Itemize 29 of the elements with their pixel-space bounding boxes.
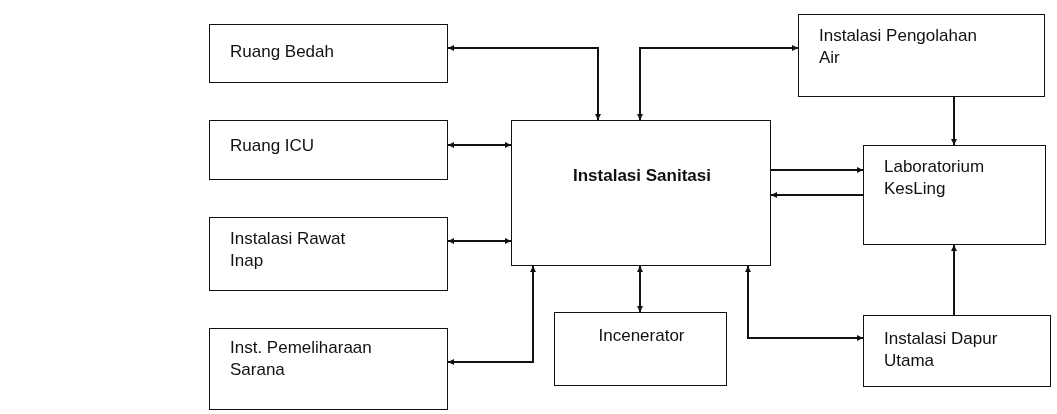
process-box <box>511 120 771 266</box>
arrow <box>447 265 536 365</box>
process-box <box>209 217 448 291</box>
arrow <box>637 45 799 121</box>
arrow <box>770 192 864 198</box>
box-label: Instalasi Pengolahan Air <box>819 25 978 69</box>
arrow <box>447 45 601 121</box>
box-label: Instalasi Sanitasi <box>572 165 712 187</box>
arrow <box>447 142 512 148</box>
arrow <box>745 265 864 341</box>
process-box <box>209 24 448 83</box>
process-box <box>554 312 727 386</box>
box-label: Instalasi Dapur Utama <box>884 328 999 372</box>
arrow <box>951 244 957 316</box>
box-label: Inst. Pemeliharaan Sarana <box>230 337 373 381</box>
arrow <box>951 96 957 146</box>
box-label: Ruang ICU <box>230 135 316 157</box>
process-box <box>209 120 448 180</box>
process-box <box>863 315 1051 387</box>
process-box <box>209 328 448 410</box>
box-label: Instalasi Rawat Inap <box>230 228 347 272</box>
arrow <box>770 167 864 173</box>
box-label: Laboratorium KesLing <box>884 156 986 200</box>
arrow <box>447 238 512 244</box>
arrow <box>637 265 643 313</box>
process-box <box>863 145 1046 245</box>
process-box <box>798 14 1045 97</box>
box-label: Ruang Bedah <box>230 41 335 63</box>
box-label: Incenerator <box>597 325 686 347</box>
